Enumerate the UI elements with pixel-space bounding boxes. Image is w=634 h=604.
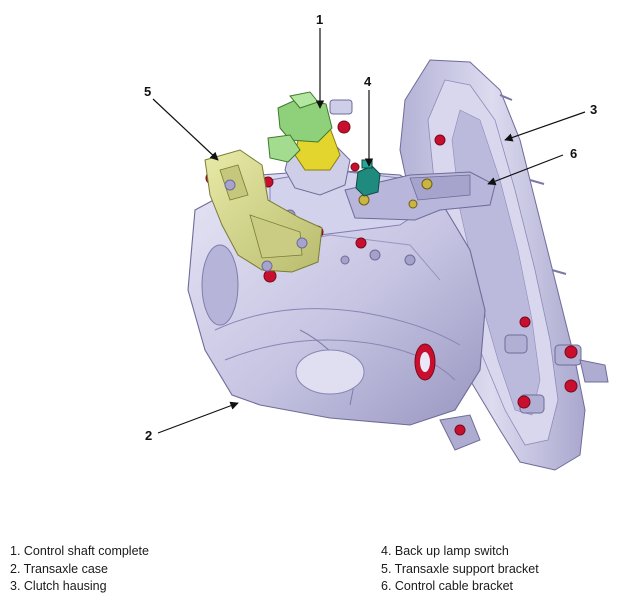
legend-item-control-cable-bracket: 6. Control cable bracket bbox=[381, 579, 514, 593]
transaxle-support-bracket bbox=[204, 149, 323, 273]
legend-item-back-up-lamp-switch: 4. Back up lamp switch bbox=[381, 544, 509, 558]
legend-item-control-shaft: 1. Control shaft complete bbox=[10, 544, 149, 558]
control-shaft-complete bbox=[267, 91, 353, 196]
callout-2: 2 bbox=[145, 428, 152, 443]
legend-column-left: 1. Control shaft complete 2. Transaxle c… bbox=[10, 543, 149, 596]
control-cable-bracket bbox=[344, 171, 496, 221]
back-up-lamp-switch bbox=[355, 159, 381, 197]
leader-lines bbox=[152, 28, 586, 434]
callout-5: 5 bbox=[144, 84, 151, 99]
callout-3: 3 bbox=[590, 102, 597, 117]
callout-4: 4 bbox=[364, 74, 372, 89]
callout-6: 6 bbox=[570, 146, 577, 161]
callout-1: 1 bbox=[316, 12, 323, 27]
legend-item-transaxle-case: 2. Transaxle case bbox=[10, 561, 108, 576]
legend-item-clutch-housing: 3. Clutch hausing bbox=[10, 579, 107, 593]
legend-column-right: 4. Back up lamp switch 5. Transaxle supp… bbox=[381, 543, 539, 596]
parts-legend: 1. Control shaft complete 2. Transaxle c… bbox=[0, 543, 634, 599]
transaxle-diagram: 1 2 3 4 5 6 bbox=[144, 12, 609, 471]
legend-item-support-bracket: 5. Transaxle support bracket bbox=[381, 561, 539, 576]
